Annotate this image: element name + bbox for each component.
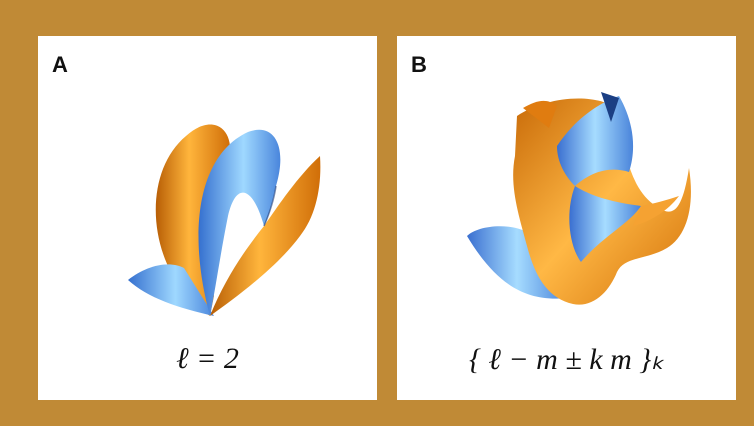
panel-b-label: B bbox=[411, 52, 427, 77]
panel-a-label: A bbox=[52, 52, 68, 77]
helix-surface-l2 bbox=[128, 124, 321, 316]
panel-a-caption: ℓ = 2 bbox=[176, 342, 239, 375]
helix-surface-superposition bbox=[467, 92, 691, 305]
panel-b: B { ℓ − m ± k m }ₖ bbox=[397, 36, 736, 400]
panel-a: A ℓ = 2 bbox=[38, 36, 377, 400]
panel-b-caption: { ℓ − m ± k m }ₖ bbox=[468, 343, 665, 376]
